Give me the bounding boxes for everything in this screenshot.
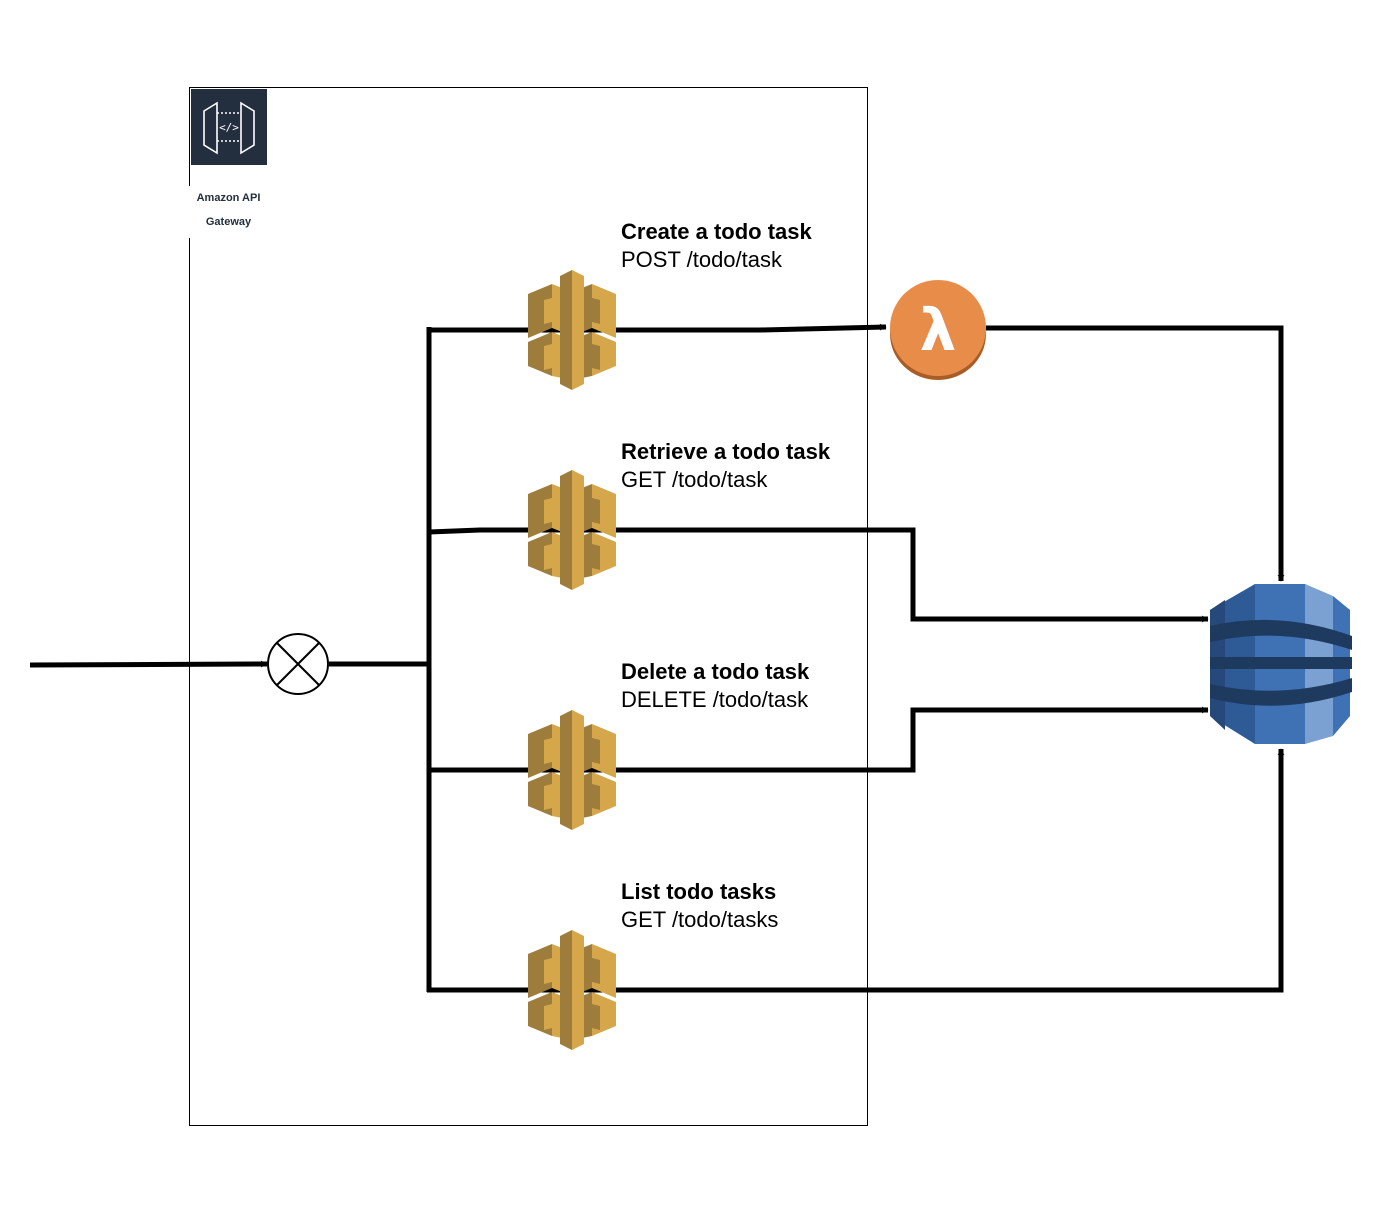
api-gateway-icon: </> bbox=[191, 89, 267, 165]
api-gateway-label-line1: Amazon API bbox=[196, 192, 261, 204]
api-gateway-label: Amazon API Gateway bbox=[189, 186, 268, 238]
endpoint-title: List todo tasks bbox=[621, 879, 777, 904]
lambda-to-dynamodb-edge bbox=[986, 325, 1285, 582]
dynamodb-icon[interactable] bbox=[1210, 584, 1352, 744]
entry-edge bbox=[29, 660, 268, 668]
delete-endpoint-label: Delete a todo task DELETE /todo/task bbox=[621, 658, 809, 714]
endpoint-title: Create a todo task bbox=[621, 219, 812, 244]
create-endpoint-label: Create a todo task POST /todo/task bbox=[621, 218, 812, 274]
list-endpoint-label: List todo tasks GET /todo/tasks bbox=[621, 878, 778, 934]
endpoint-route: GET /todo/task bbox=[621, 467, 768, 492]
lambda-glyph: λ bbox=[920, 296, 957, 364]
endpoint-title: Delete a todo task bbox=[621, 659, 810, 684]
svg-text:</>: </> bbox=[219, 121, 239, 134]
endpoint-title: Retrieve a todo task bbox=[621, 439, 831, 464]
endpoint-route: POST /todo/task bbox=[621, 247, 783, 272]
endpoint-route: GET /todo/tasks bbox=[621, 907, 779, 932]
api-gateway-group bbox=[189, 87, 868, 1126]
api-gateway-label-line2: Gateway bbox=[205, 216, 252, 228]
or-junction-icon[interactable] bbox=[267, 633, 329, 695]
lambda-icon[interactable]: λ bbox=[890, 280, 986, 380]
retrieve-edge bbox=[428, 527, 1209, 623]
delete-edge bbox=[429, 706, 1209, 773]
list-edge bbox=[427, 748, 1285, 993]
endpoint-route: DELETE /todo/task bbox=[621, 687, 809, 712]
retrieve-endpoint-label: Retrieve a todo task GET /todo/task bbox=[621, 438, 830, 494]
